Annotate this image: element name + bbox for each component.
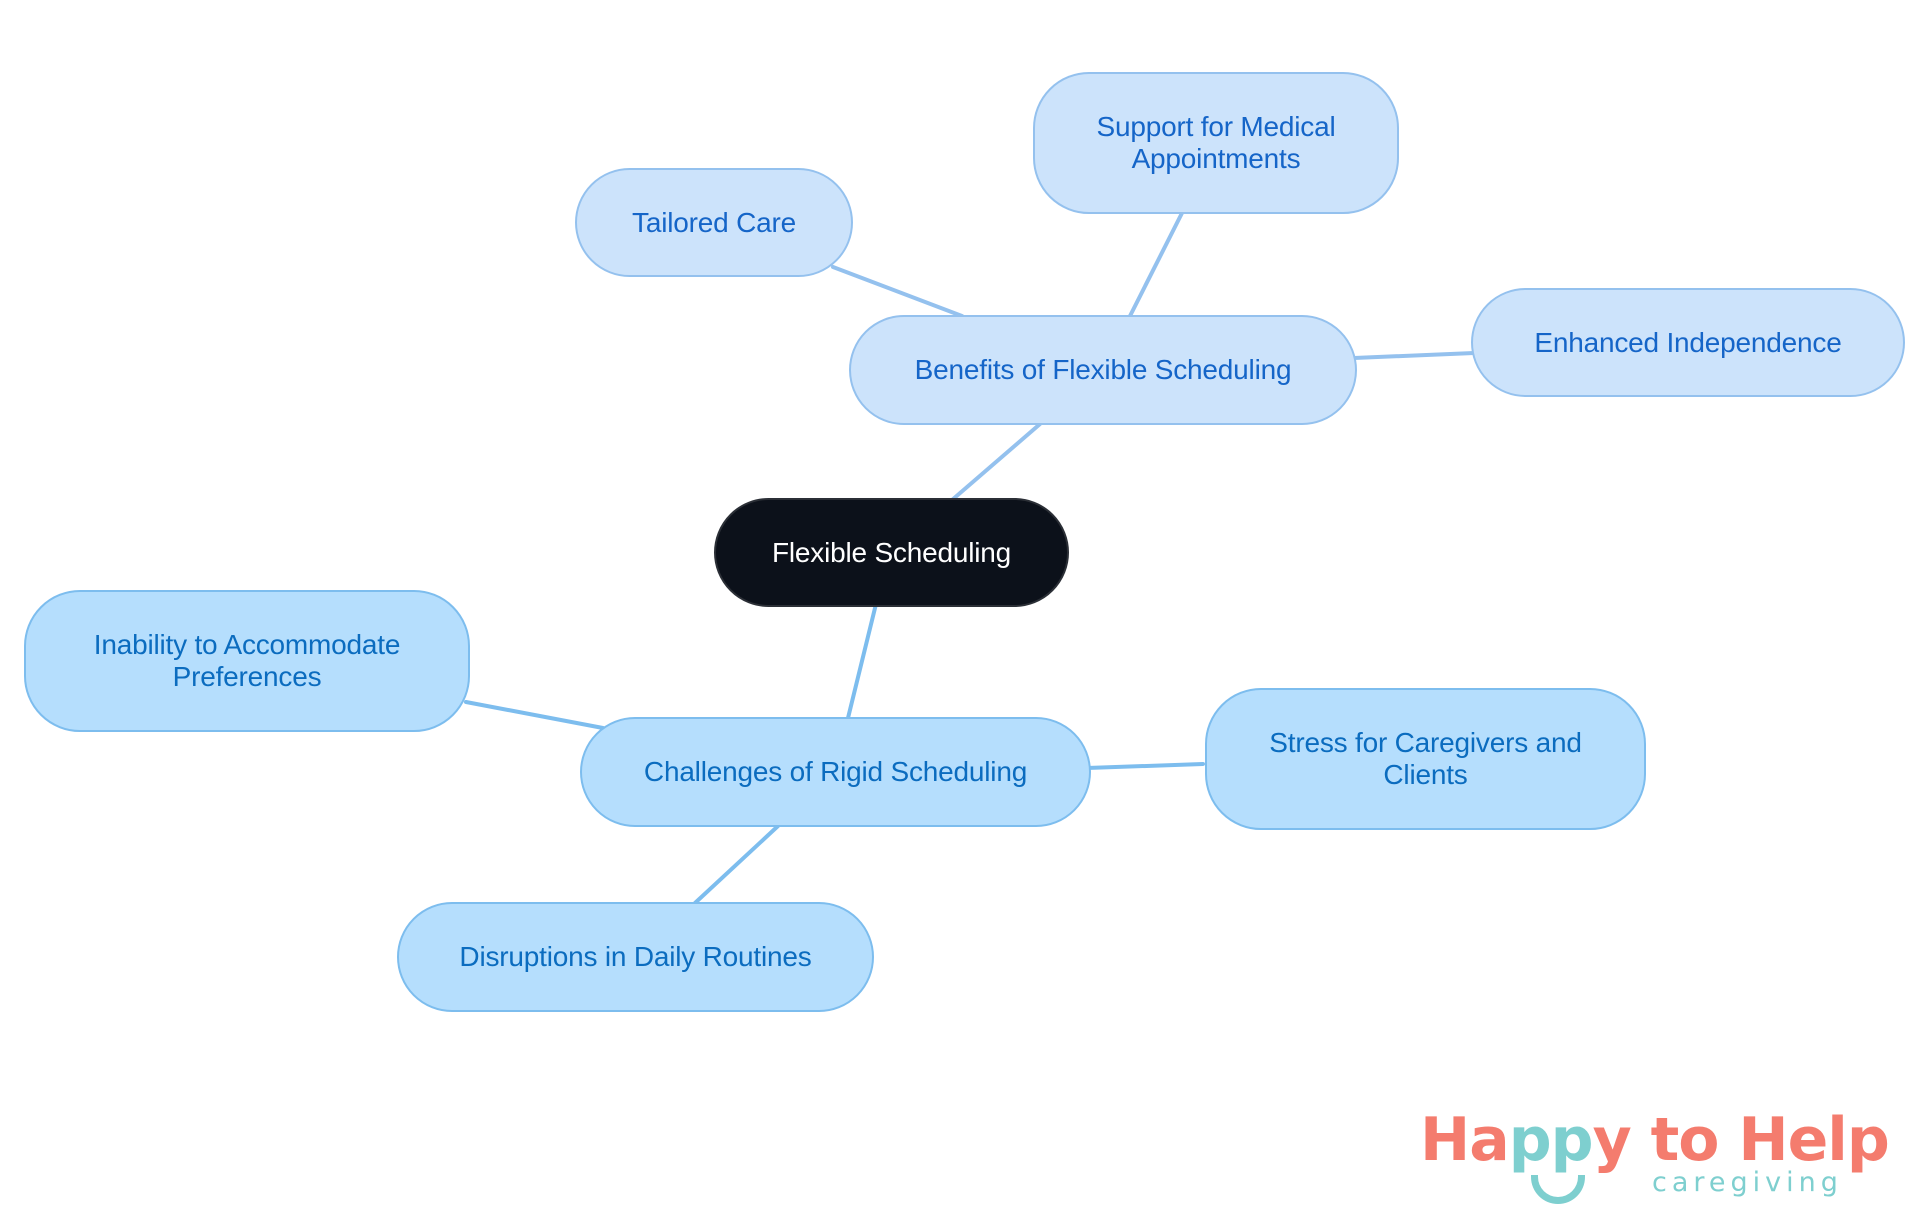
smile-icon	[1531, 1175, 1585, 1204]
logo-wordmark: Happy to Help	[1420, 1105, 1890, 1175]
leaf-node-label: Support for Medical Appointments	[1096, 111, 1336, 174]
leaf-node-tailored-care[interactable]: Tailored Care	[575, 168, 853, 277]
leaf-node-label: Disruptions in Daily Routines	[459, 941, 812, 972]
edge-benefits-tailored	[831, 265, 964, 318]
edge-root-challenges	[846, 602, 878, 720]
root-node-label: Flexible Scheduling	[771, 536, 1011, 568]
branch-node-label: Benefits of Flexible Scheduling	[914, 354, 1292, 385]
edge-challenges-inability	[464, 700, 605, 730]
leaf-node-label: Enhanced Independence	[1534, 326, 1842, 358]
edge-challenges-stress	[1085, 762, 1205, 770]
root-node[interactable]: Flexible Scheduling	[714, 498, 1069, 607]
logo-subtitle: caregiving	[1652, 1167, 1843, 1198]
leaf-node-disruptions-routines[interactable]: Disruptions in Daily Routines	[397, 902, 874, 1012]
leaf-node-stress-caregivers[interactable]: Stress for Caregivers and Clients	[1205, 688, 1646, 830]
leaf-node-label: Stress for Caregivers and Clients	[1269, 727, 1582, 790]
leaf-node-label: Tailored Care	[632, 206, 796, 238]
logo-text-coral: Ha	[1420, 1105, 1510, 1175]
happy-to-help-logo: Happy to Help caregiving	[1420, 1105, 1900, 1215]
leaf-node-label: Inability to Accommodate Preferences	[93, 629, 401, 692]
edge-challenges-disruptions	[693, 824, 780, 905]
logo-text-teal: pp	[1508, 1105, 1594, 1175]
edge-benefits-support	[1128, 211, 1184, 318]
edge-benefits-enhanced	[1352, 351, 1476, 360]
leaf-node-enhanced-independence[interactable]: Enhanced Independence	[1471, 288, 1905, 397]
branch-node-label: Challenges of Rigid Scheduling	[643, 756, 1028, 787]
leaf-node-inability-accommodate[interactable]: Inability to Accommodate Preferences	[24, 590, 470, 732]
edge-root-benefits	[950, 422, 1042, 502]
branch-node-challenges[interactable]: Challenges of Rigid Scheduling	[580, 717, 1091, 827]
logo-text-coral: y to Help	[1592, 1105, 1890, 1175]
leaf-node-support-medical[interactable]: Support for Medical Appointments	[1033, 72, 1399, 214]
branch-node-benefits[interactable]: Benefits of Flexible Scheduling	[849, 315, 1357, 425]
